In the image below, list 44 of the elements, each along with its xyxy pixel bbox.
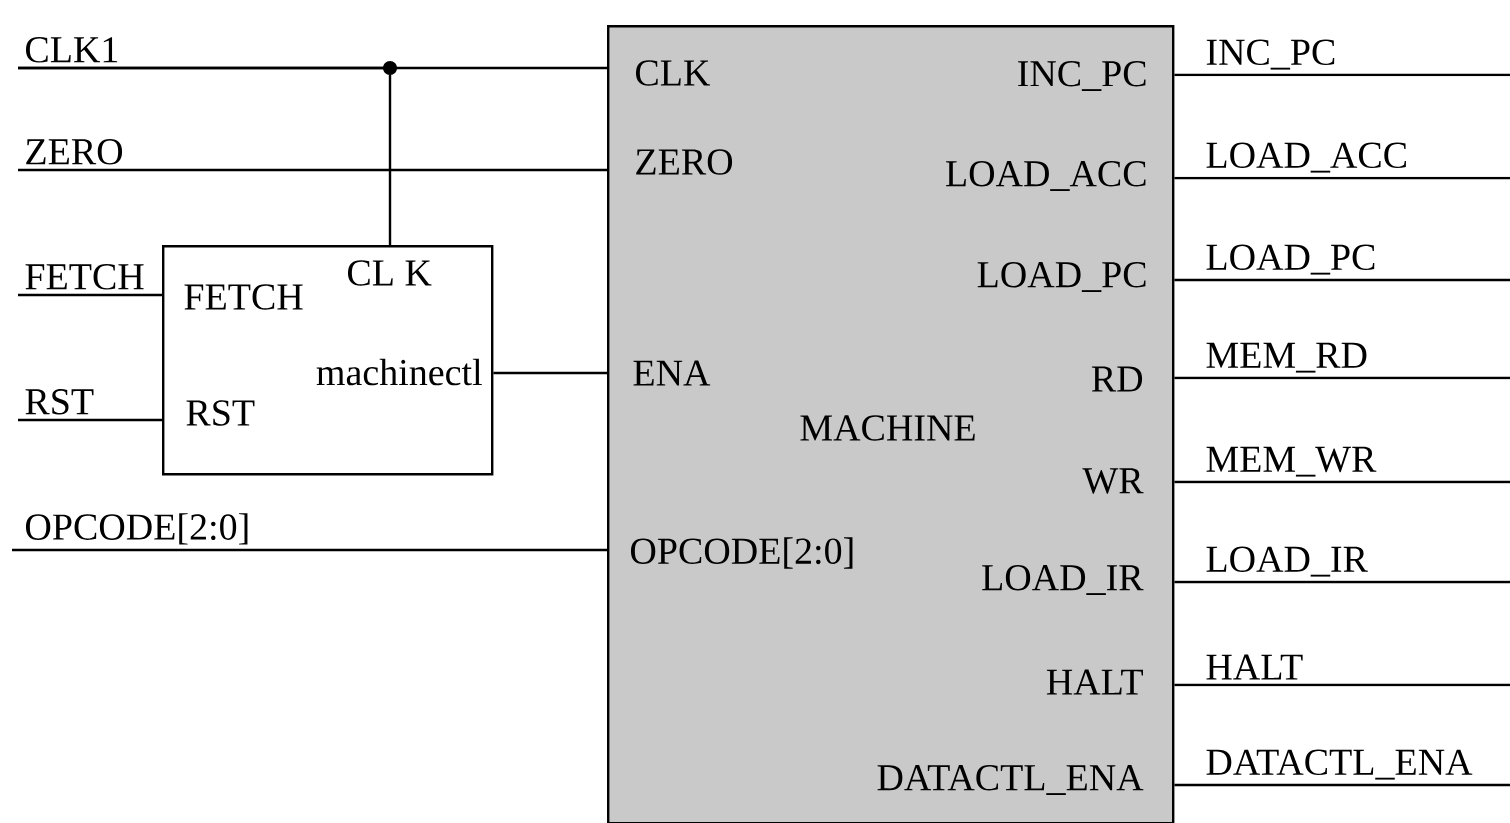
pin-label: HALT [1046, 669, 1143, 695]
wire [18, 293, 162, 297]
pin-label: DATACTL_ENA [877, 764, 1144, 795]
signal-label: LOAD_PC [1206, 244, 1375, 275]
pin-label: RD [1091, 366, 1143, 392]
signal-label: CLK1 [26, 37, 118, 63]
wire [1174, 580, 1510, 584]
wire [1174, 683, 1510, 687]
signal-label: MEM_WR [1206, 446, 1377, 477]
wire [1174, 480, 1510, 484]
pin-label: ENA [633, 360, 711, 386]
signal-label: MEM_RD [1206, 342, 1367, 373]
pin-label: LOAD_IR [982, 564, 1144, 595]
wire [18, 418, 162, 422]
wire [12, 548, 607, 552]
wire [1174, 73, 1510, 77]
wire [493, 371, 607, 375]
pin-label: ZERO [636, 149, 733, 175]
signal-label: LOAD_IR [1206, 546, 1368, 577]
pin-label: WR [1082, 468, 1144, 494]
wire [1174, 783, 1510, 787]
signal-label: HALT [1206, 654, 1303, 680]
wire [1174, 176, 1510, 180]
wire [1174, 376, 1510, 380]
pin-label: INC_PC [1018, 60, 1146, 91]
module-name: MACHINE [800, 415, 975, 441]
signal-label: DATACTL_ENA [1206, 749, 1473, 780]
signal-label: FETCH [25, 264, 144, 290]
signal-label: OPCODE[2:0] [26, 513, 248, 545]
module-name: machinectl [316, 358, 482, 386]
pin-label: CLK [636, 60, 710, 86]
pin-label: RST [186, 400, 255, 426]
pin-label: OPCODE[2:0] [631, 537, 853, 569]
signal-label: ZERO [26, 139, 123, 165]
pin-label: FETCH [184, 284, 303, 310]
wire [18, 66, 392, 245]
signal-label: LOAD_ACC [1206, 142, 1406, 173]
wire [1174, 278, 1510, 282]
pin-label: LOAD_PC [977, 261, 1146, 292]
wire [18, 168, 607, 172]
signal-label: RST [25, 389, 94, 415]
pin-label: CL K [348, 260, 432, 286]
signal-label: INC_PC [1206, 39, 1335, 70]
pin-label: LOAD_ACC [946, 160, 1146, 191]
